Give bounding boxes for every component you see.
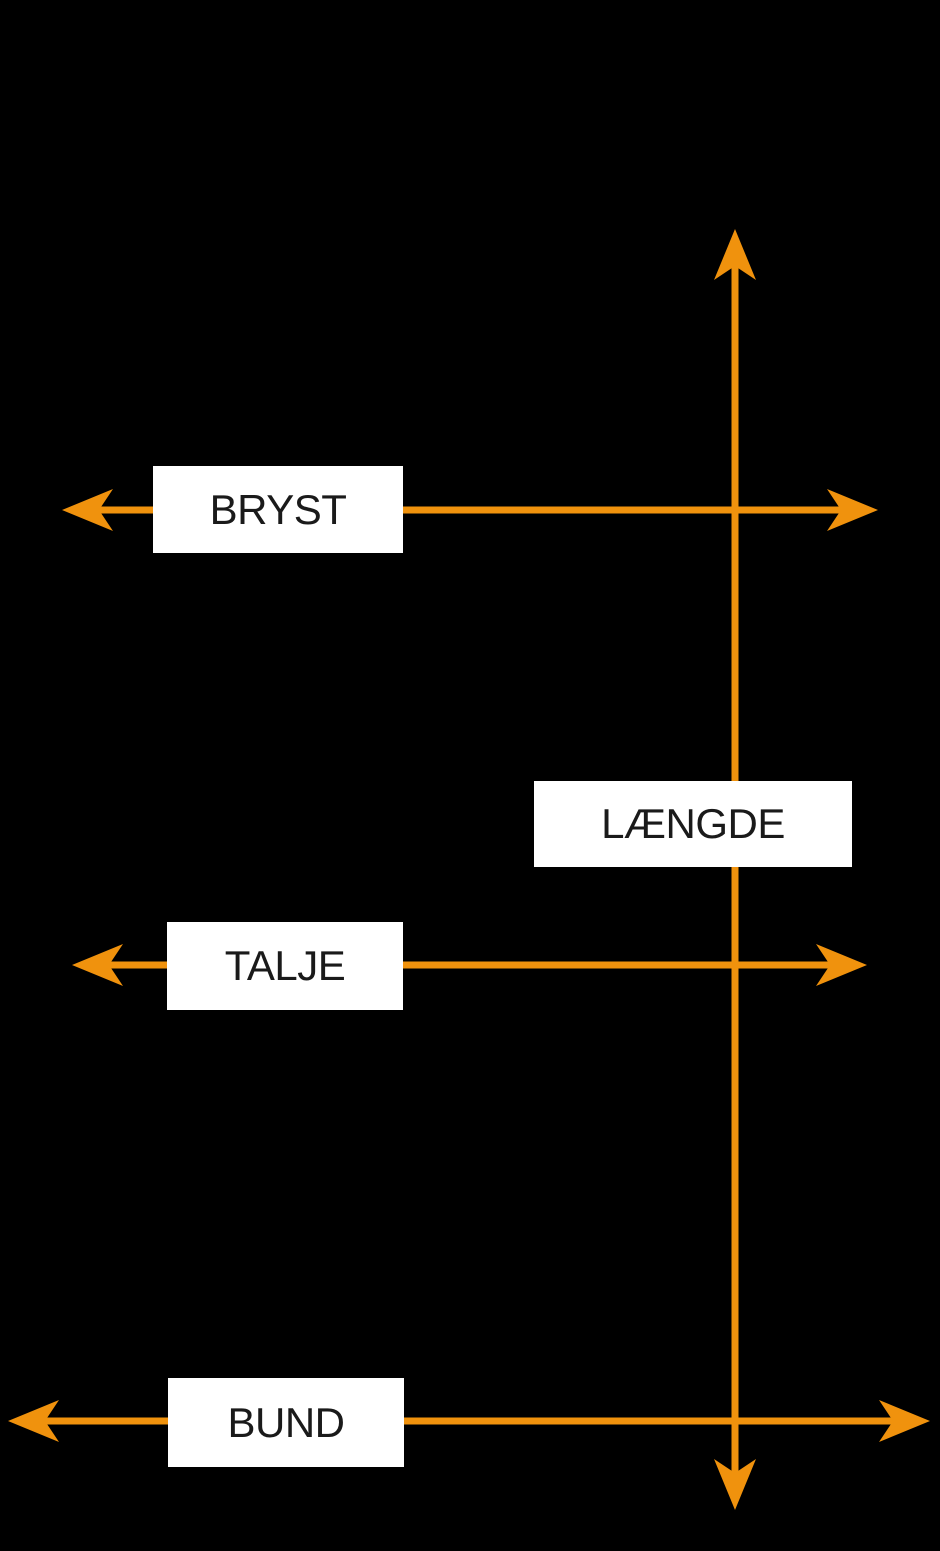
length-arrow	[714, 229, 756, 1510]
arrowhead-right-icon	[816, 944, 867, 986]
arrowhead-left-icon	[72, 944, 123, 986]
label-chest-text: BRYST	[209, 485, 347, 533]
bottom-arrow	[8, 1400, 930, 1442]
arrowhead-right-icon	[827, 489, 878, 531]
label-waist-text: TALJE	[224, 942, 346, 989]
label-waist: TALJE	[167, 922, 403, 1010]
label-chest: BRYST	[153, 466, 403, 553]
arrowhead-left-icon	[62, 489, 113, 531]
label-bottom-text: BUND	[227, 1398, 345, 1446]
arrowhead-up-icon	[714, 229, 756, 280]
arrowhead-down-icon	[714, 1459, 756, 1510]
label-length: LÆNGDE	[534, 781, 852, 867]
arrowhead-left-icon	[8, 1400, 59, 1442]
label-bottom: BUND	[168, 1378, 404, 1467]
arrowhead-right-icon	[879, 1400, 930, 1442]
label-length-text: LÆNGDE	[601, 800, 785, 847]
